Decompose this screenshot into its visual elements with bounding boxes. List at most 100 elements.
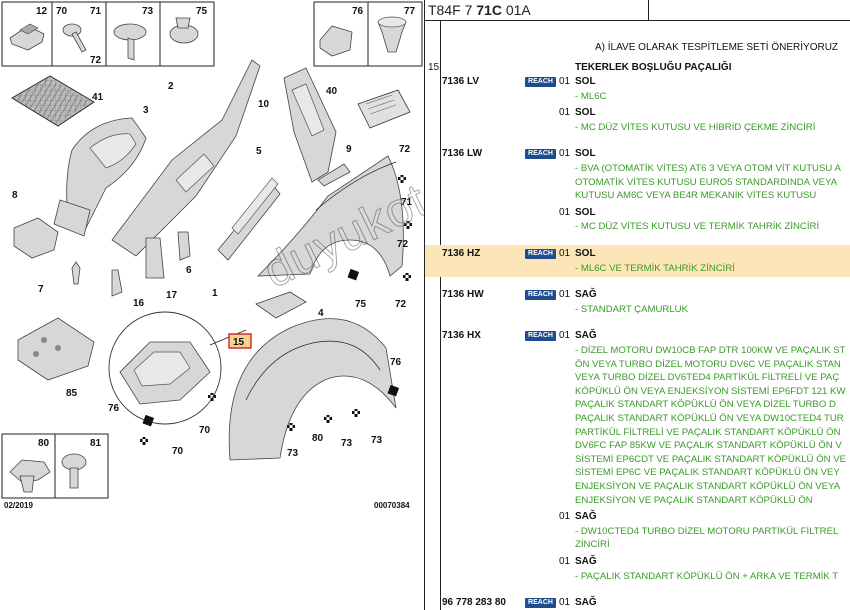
listing-subtitle: A) İLAVE OLARAK TESPİTLEME SETİ ÖNERİYOR… <box>595 42 839 53</box>
callout-72-b: 72 <box>397 239 409 250</box>
callout-labels: 41 3 2 10 40 8 5 9 72 71 7 16 17 6 1 72 … <box>12 81 413 459</box>
footer-ref: 00070384 <box>374 501 410 510</box>
quantity: 01 <box>559 206 571 218</box>
callout-81: 81 <box>90 438 102 449</box>
callout-71: 71 <box>90 6 102 17</box>
part-number: 7136 HW <box>442 289 484 301</box>
reach-badge: REACH <box>525 77 556 87</box>
part-15-wheel-arch-liner <box>228 318 397 461</box>
part-7-clip <box>71 261 81 285</box>
description-line: SİSTEMİ EP6CDT VE PAÇALIK STANDART KÖPÜK… <box>575 453 847 465</box>
side-label: SAĞ <box>575 511 597 523</box>
callout-76-a: 76 <box>390 357 402 368</box>
description-line: - MC DÜZ VİTES KUTUSU VE TERMİK TAHRİK Z… <box>575 221 820 233</box>
description-line: - BVA (OTOMATİK VİTES) AT6 3 VEYA OTOM V… <box>575 162 841 174</box>
part-number: 7136 HX <box>442 330 481 342</box>
description: - ML6C VE TERMİK TAHRİK ZİNCİRİ <box>575 262 850 276</box>
quantity: 01 <box>559 289 571 301</box>
part-9-bracket <box>317 163 351 187</box>
reach-badge: REACH <box>525 331 556 342</box>
item-number: 15 <box>428 62 440 73</box>
fastener-thumbnails-top-right: 76 77 <box>313 1 423 67</box>
side-label: SOL <box>575 206 596 218</box>
callout-10: 10 <box>258 99 270 110</box>
quantity: 01 <box>559 330 571 342</box>
description-line: - MC DÜZ VİTES KUTUSU VE HİBRİD ÇEKME Zİ… <box>575 121 816 133</box>
callout-40: 40 <box>326 86 338 97</box>
callout-75: 75 <box>196 6 208 17</box>
side-label: SAĞ <box>575 597 597 609</box>
callout-70: 70 <box>56 6 68 17</box>
side-label: SAĞ <box>575 289 597 301</box>
part-17-bracket <box>145 237 165 279</box>
exploded-parts-diagram: 12 70 71 72 73 75 76 77 80 81 <box>1 1 423 510</box>
part-row: 7136 LW REACH 01 SOL - BVA (OTOMATİK VİTES) … <box>425 145 850 236</box>
callout-76-b: 76 <box>108 403 120 414</box>
callout-17: 17 <box>166 290 178 301</box>
callout-73-c: 73 <box>287 448 299 459</box>
quantity: 01 <box>559 107 571 119</box>
description-line: PAÇALIK STANDART KÖPÜKLÜ ÖN VEYA DİZEL T… <box>575 399 836 411</box>
parts-listing-panel: T84F 7 71C 01A A) İLAVE OLARAK TESPİTLEM… <box>424 0 850 610</box>
description-line: ÖN VEYA TURBO DİZEL MOTORU DV6C VE PAÇAL… <box>575 358 841 370</box>
callout-72-c: 72 <box>395 299 407 310</box>
reach-badge: REACH <box>525 290 556 301</box>
part-number: 7136 LV <box>442 76 480 87</box>
description-line: ENJEKSİYON VE PAÇALIK STANDART KÖPÜKLÜ Ö… <box>575 480 841 492</box>
description: - ML6C <box>575 90 850 104</box>
description-line: DV6FC FAP 85KW VE PAÇALIK STANDART KÖPÜK… <box>575 440 842 452</box>
part-number: 96 778 283 80 <box>442 597 506 609</box>
fastener-thumbnails-bottom-left: 80 81 <box>1 433 109 499</box>
description: - PAÇALIK STANDART KÖPÜKLÜ ÖN + ARKA VE … <box>575 570 850 584</box>
part-number: 7136 LW <box>442 148 483 160</box>
description: - STANDART ÇAMURLUK <box>575 303 850 317</box>
inset-detail-circle <box>108 311 247 425</box>
description-line: OTOMATİK VİTES KUTUSU EURO5 STANDARDINDA… <box>575 176 838 188</box>
callout-1: 1 <box>212 288 218 299</box>
description: - DİZEL MOTORU DW10CB FAP DTR 100KW VE P… <box>575 344 850 507</box>
callout-70-a: 70 <box>199 425 211 436</box>
side-label: SOL <box>575 248 596 259</box>
part-2-side-member <box>111 59 261 257</box>
description-line: - STANDART ÇAMURLUK <box>575 303 689 315</box>
part-number: 7136 HZ <box>442 248 481 259</box>
reach-badge: REACH <box>525 598 556 609</box>
part-10-support <box>283 67 337 183</box>
side-label: SAĞ <box>575 330 597 342</box>
callout-85: 85 <box>66 388 78 399</box>
part-16-clip <box>111 269 123 297</box>
fastener-thumbnails-top-left: 12 70 71 72 73 75 <box>1 1 215 67</box>
highlighted-callout-15: 15 <box>228 333 252 349</box>
part-85-module <box>17 317 95 381</box>
callout-76-thumb: 76 <box>352 6 364 17</box>
item-title: TEKERLEK BOŞLUĞU PAÇALIĞI <box>575 62 732 73</box>
description: - MC DÜZ VİTES KUTUSU VE HİBRİD ÇEKME Zİ… <box>575 121 850 135</box>
description-line: ENJEKSİYON VE PAÇALIK STANDART KÖPÜKLÜ Ö… <box>575 494 813 506</box>
parts-diagram-panel: 12 70 71 72 73 75 76 77 80 81 <box>1 1 425 510</box>
description-line: PARTİKÜL FİLTRELİ VE PAÇALIK STANDART KÖ… <box>575 426 841 438</box>
quantity: 01 <box>559 248 571 259</box>
callout-8: 8 <box>12 190 18 201</box>
callout-41: 41 <box>92 92 104 103</box>
part-4-bracket <box>255 291 307 319</box>
svg-text:15: 15 <box>233 337 245 348</box>
description-line: - ML6C <box>575 90 607 102</box>
description-line: PAÇALIK STANDART KÖPÜKLÜ ÖN VEYA DW10CTE… <box>575 412 844 424</box>
description-line: KÖPÜKLÜ ÖN VEYA ENJEKSİYON SİSTEMİ EP6FD… <box>575 385 846 397</box>
callout-3: 3 <box>143 105 149 116</box>
fastener-position-markers <box>140 175 412 445</box>
quantity: 01 <box>559 76 571 87</box>
side-label: SOL <box>575 107 596 119</box>
callout-9: 9 <box>346 144 352 155</box>
reach-badge: REACH <box>525 249 556 259</box>
part-5-reinforcement <box>217 183 281 261</box>
description-line: SİSTEMİ EP6C VE PAÇALIK STANDART KÖPÜKLÜ… <box>575 467 840 479</box>
reach-badge: REACH <box>525 149 556 160</box>
callout-12: 12 <box>36 6 48 17</box>
part-3-inner-wheel-arch <box>53 117 147 237</box>
description-line: VEYA TURBO DİZEL DV6TED4 PARTİKÜL FİLTRE… <box>575 372 840 384</box>
